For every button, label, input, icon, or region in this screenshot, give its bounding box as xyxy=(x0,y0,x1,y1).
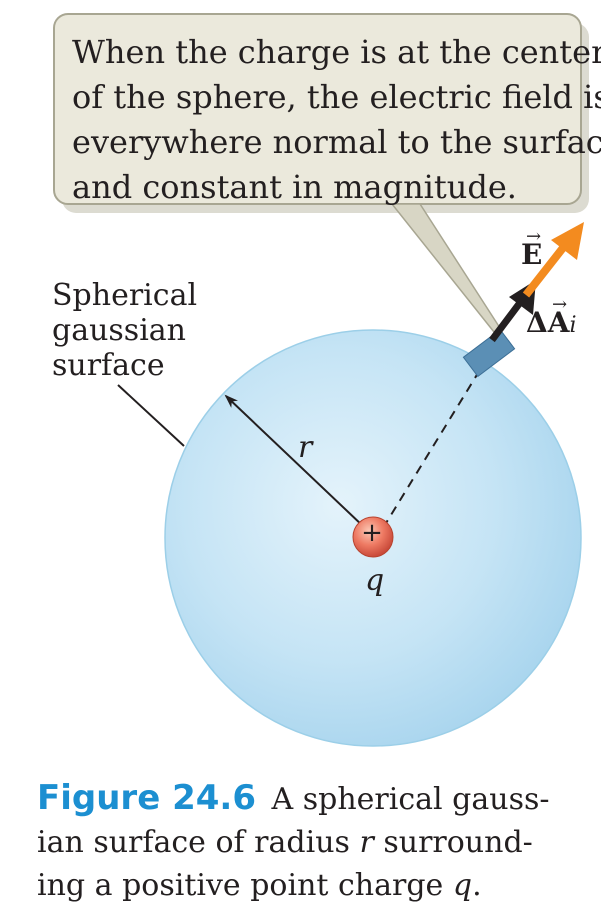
callout-background xyxy=(53,13,582,205)
radius-arrow xyxy=(224,394,365,528)
caption-line: ing a positive point charge q. xyxy=(37,864,577,907)
charge-plus-sign: + xyxy=(361,518,383,548)
caption-line: ian surface of radius r surround- xyxy=(37,821,577,864)
surface-label-line: surface xyxy=(52,348,165,383)
vector-arrow-icon: → xyxy=(552,294,568,315)
field-vector-symbol: E xyxy=(521,238,543,271)
area-vector-subscript: i xyxy=(569,313,577,338)
area-vector-shaft xyxy=(489,297,525,343)
caption-text: . xyxy=(472,868,482,903)
field-vector-head xyxy=(551,222,584,260)
caption-variable: q xyxy=(452,868,473,903)
callout-line: everywhere normal to the surface xyxy=(72,123,601,161)
callout-pointer xyxy=(390,203,502,334)
caption-text: ian surface of radius xyxy=(37,825,360,860)
point-charge xyxy=(352,516,394,558)
vector-arrow-icon: → xyxy=(526,226,542,247)
center-to-patch-dashed-line xyxy=(382,359,487,529)
callout-line: When the charge is at the center xyxy=(72,33,601,71)
radius-label: r xyxy=(298,430,313,465)
caption-text: A spherical gauss- xyxy=(271,782,550,817)
figure-caption: Figure 24.6 A spherical gauss- ian surfa… xyxy=(37,777,577,907)
figure-number: Figure 24.6 xyxy=(37,778,256,818)
callout-line: of the sphere, the electric field is xyxy=(72,78,601,116)
surface-label-line: Spherical xyxy=(52,278,198,313)
area-vector-label: → ΔAi xyxy=(526,296,577,340)
caption-text: surround- xyxy=(373,825,533,860)
charge-label: q xyxy=(365,563,385,598)
field-vector-shaft xyxy=(522,241,570,298)
callout-line: and constant in magnitude. xyxy=(72,168,517,206)
callout-box xyxy=(53,13,589,334)
caption-variable: r xyxy=(359,825,374,860)
caption-line: Figure 24.6 A spherical gauss- xyxy=(37,777,577,821)
surface-label-line: gaussian xyxy=(52,313,187,348)
callout-text: When the charge is at the center of the … xyxy=(72,30,601,210)
surface-label: Spherical gaussian surface xyxy=(52,278,197,383)
surface-area-patch xyxy=(462,328,516,378)
surface-leader-line xyxy=(117,384,185,447)
caption-text: ing a positive point charge xyxy=(37,868,453,903)
area-vector-symbol: ΔA xyxy=(526,306,570,339)
field-vector-label: → E xyxy=(521,228,543,272)
